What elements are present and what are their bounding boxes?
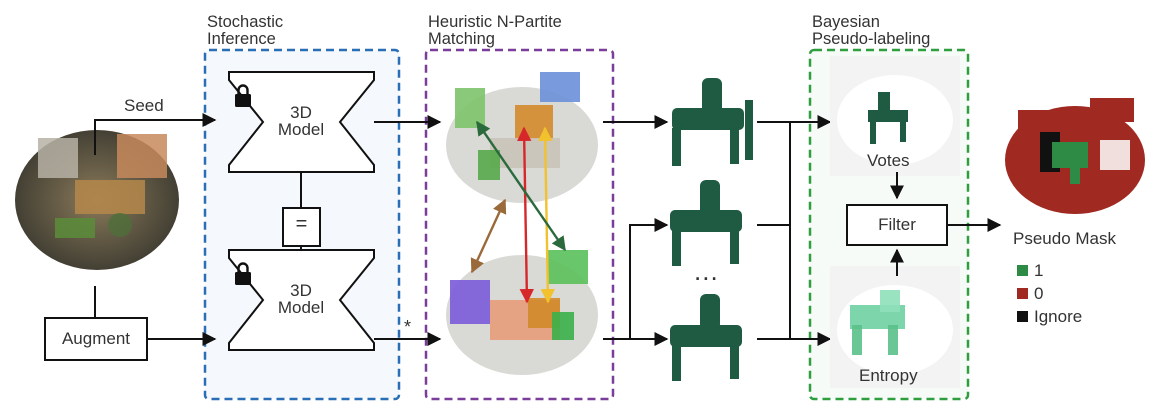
chairs-merge-line [757, 121, 791, 340]
ellipsis-label: ... [694, 256, 719, 286]
input-scene-image [15, 130, 179, 270]
matching-branch-line [629, 218, 669, 339]
lock-icon-bottom [235, 262, 251, 285]
model-top-shape [228, 71, 375, 173]
filter-label: Filter [878, 215, 916, 234]
match-arrow-green [476, 120, 566, 252]
equals-label: = [295, 213, 308, 235]
asterisk-label: * [404, 317, 412, 337]
legend-swatch-ignore [1017, 311, 1028, 322]
votes-label: Votes [867, 151, 910, 170]
chair-2 [670, 180, 742, 266]
pseudo-mask-image [1005, 98, 1145, 214]
legend-label-0: 0 [1034, 284, 1044, 303]
legend-swatch-1 [1017, 265, 1028, 276]
model-top-label: 3D Model [277, 103, 325, 140]
equals-box [282, 207, 321, 247]
matching-scene-top [446, 72, 598, 203]
seed-label: Seed [124, 96, 164, 115]
stochastic-title: Stochastic Inference [207, 13, 284, 48]
entropy-label: Entropy [859, 366, 918, 385]
entropy-image [830, 266, 960, 388]
matching-title: Heuristic N-Partite Matching [428, 13, 562, 48]
legend-swatch-0 [1017, 288, 1028, 299]
chair-1 [672, 78, 753, 166]
model-bottom-label: 3D Model [277, 281, 325, 318]
chair-3 [670, 294, 742, 381]
votes-image [830, 56, 960, 176]
model-bottom-shape [228, 249, 375, 351]
seed-line [94, 113, 217, 155]
bayesian-title: Bayesian Pseudo-labeling [812, 13, 931, 48]
lock-icon-top [235, 84, 251, 107]
legend-label-1: 1 [1034, 261, 1044, 280]
legend-label-ignore: Ignore [1034, 307, 1083, 326]
pseudo-mask-label: Pseudo Mask [1013, 229, 1116, 248]
augment-label: Augment [61, 329, 131, 348]
